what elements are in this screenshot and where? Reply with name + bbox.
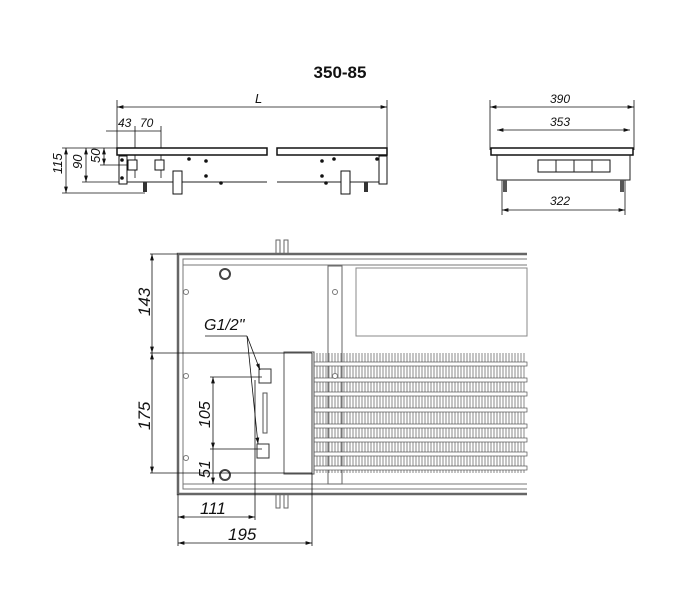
heat-tube	[313, 437, 528, 443]
dim-143: 143	[135, 287, 154, 316]
dim-51: 51	[197, 460, 214, 478]
heat-tube	[313, 407, 528, 413]
length-label: L	[255, 91, 262, 106]
heat-tube	[313, 423, 528, 429]
dim-90: 90	[70, 154, 85, 169]
dim-195: 195	[228, 525, 257, 544]
dim-50: 50	[88, 148, 103, 163]
dim-353: 353	[550, 115, 570, 129]
dim-322: 322	[550, 194, 570, 208]
dim-115: 115	[50, 153, 65, 174]
heat-tube	[313, 391, 528, 397]
dim-390: 390	[550, 92, 570, 106]
heat-tube	[313, 377, 528, 383]
dim-111: 111	[200, 499, 226, 518]
side-view: L 43 70 115 90 50	[50, 91, 388, 195]
heat-exchanger-fins	[313, 353, 528, 473]
plan-view: 143 175 105 51 111 195 G1/2"	[135, 239, 528, 546]
end-view: 390 353 322	[489, 92, 635, 215]
thread-label: G1/2"	[204, 317, 246, 334]
dim-105: 105	[197, 401, 214, 428]
heat-tube	[313, 361, 528, 367]
dim-43: 43	[118, 116, 132, 130]
heat-tube	[313, 465, 528, 471]
heat-tube	[313, 451, 528, 457]
dim-175: 175	[135, 401, 154, 430]
dim-70: 70	[140, 116, 154, 130]
model-title: 350-85	[314, 63, 367, 82]
